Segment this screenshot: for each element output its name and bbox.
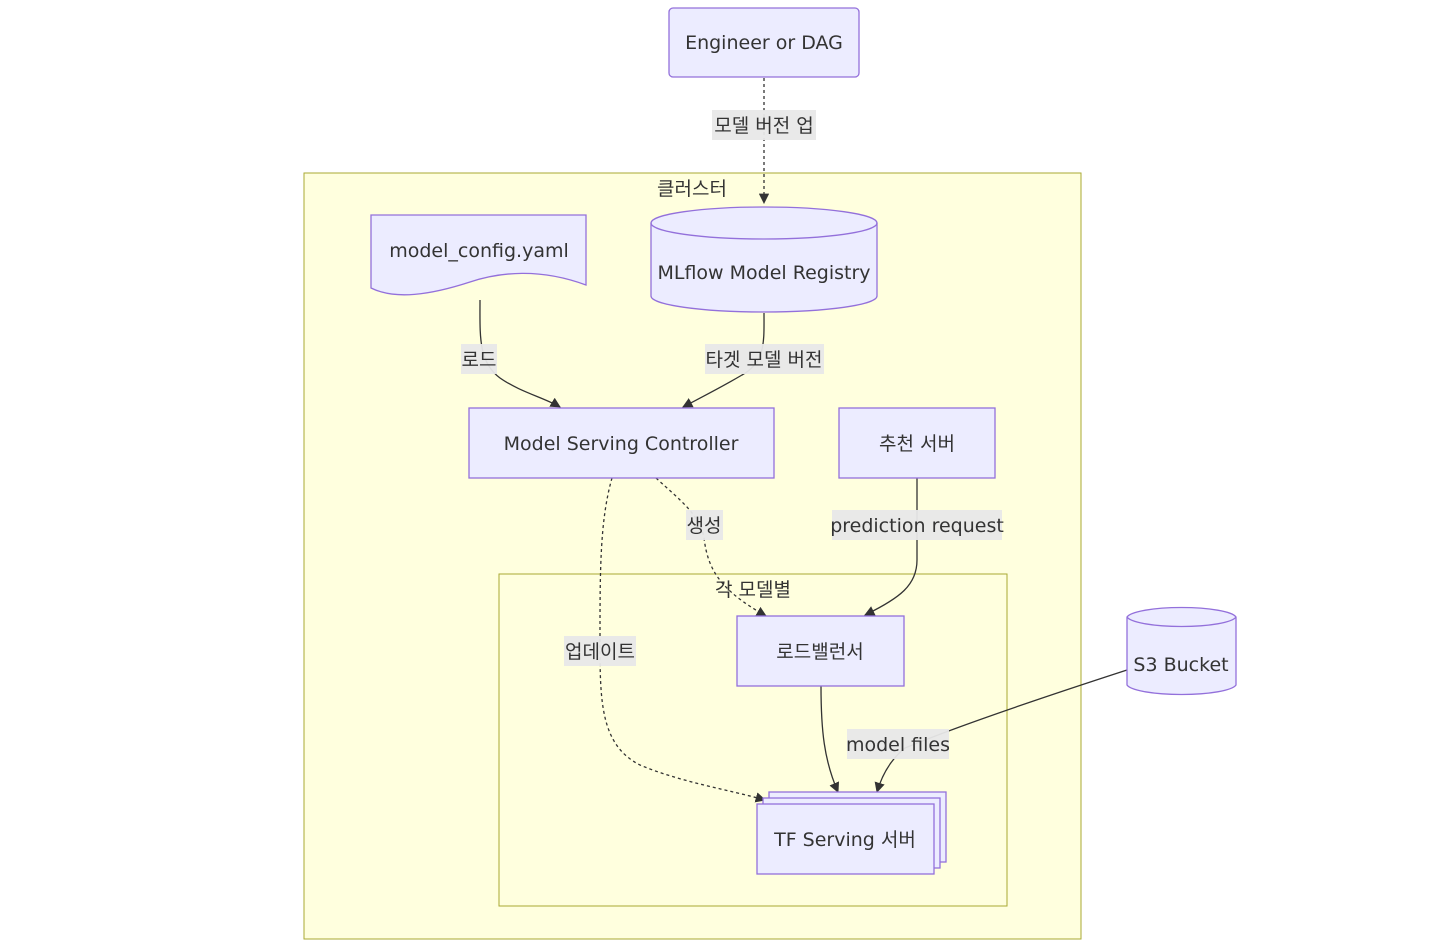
svg-text:TF Serving 서버: TF Serving 서버 (773, 829, 916, 851)
edge-lb-tf (820, 685, 840, 793)
svg-text:로드밸런서: 로드밸런서 (776, 641, 863, 663)
svg-text:MLflow Model Registry: MLflow Model Registry (657, 262, 870, 284)
cluster-inner-title: 각 모델별 (715, 579, 791, 601)
node-reco-server[interactable]: 추천 서버 (838, 407, 996, 479)
svg-text:model_config.yaml: model_config.yaml (389, 240, 569, 262)
cluster-outer-title: 클러스터 (657, 178, 727, 200)
svg-text:Model Serving Controller: Model Serving Controller (504, 433, 739, 455)
edge-label-controller-lb: 생성 (686, 510, 723, 540)
svg-text:Engineer or DAG: Engineer or DAG (685, 32, 843, 54)
node-controller[interactable]: Model Serving Controller (468, 407, 775, 479)
edge-reco-lb (864, 478, 918, 616)
svg-text:생성: 생성 (687, 515, 722, 537)
edge-label-controller-tf: 업데이트 (564, 636, 636, 666)
svg-text:타겟 모델 버전: 타겟 모델 버전 (706, 349, 823, 371)
svg-text:로드: 로드 (462, 349, 497, 371)
edge-label-config-controller: 로드 (461, 344, 497, 374)
edge-label-registry-controller: 타겟 모델 버전 (705, 344, 824, 374)
node-engineer[interactable]: Engineer or DAG (668, 7, 860, 78)
svg-text:model files: model files (846, 734, 950, 756)
svg-text:추천 서버: 추천 서버 (879, 433, 955, 455)
node-registry-database[interactable]: MLflow Model Registry (650, 206, 878, 313)
node-s3-database[interactable]: S3 Bucket (1126, 606, 1237, 696)
edge-label-engineer-registry: 모델 버전 업 (712, 110, 816, 140)
edge-label-reco-lb: prediction request (830, 510, 1004, 540)
edge-config-controller (479, 299, 561, 408)
svg-text:모델 버전 업: 모델 버전 업 (714, 115, 813, 137)
edge-registry-controller (682, 312, 765, 408)
svg-text:S3 Bucket: S3 Bucket (1133, 654, 1228, 676)
svg-text:prediction request: prediction request (830, 515, 1004, 537)
node-tf-serving-stack[interactable]: TF Serving 서버 (756, 791, 947, 875)
node-config-document[interactable]: model_config.yaml (370, 214, 587, 296)
svg-text:업데이트: 업데이트 (565, 641, 635, 663)
node-load-balancer[interactable]: 로드밸런서 (736, 615, 905, 687)
edge-label-s3-tf: model files (846, 729, 950, 759)
edge-controller-tf (599, 477, 767, 803)
